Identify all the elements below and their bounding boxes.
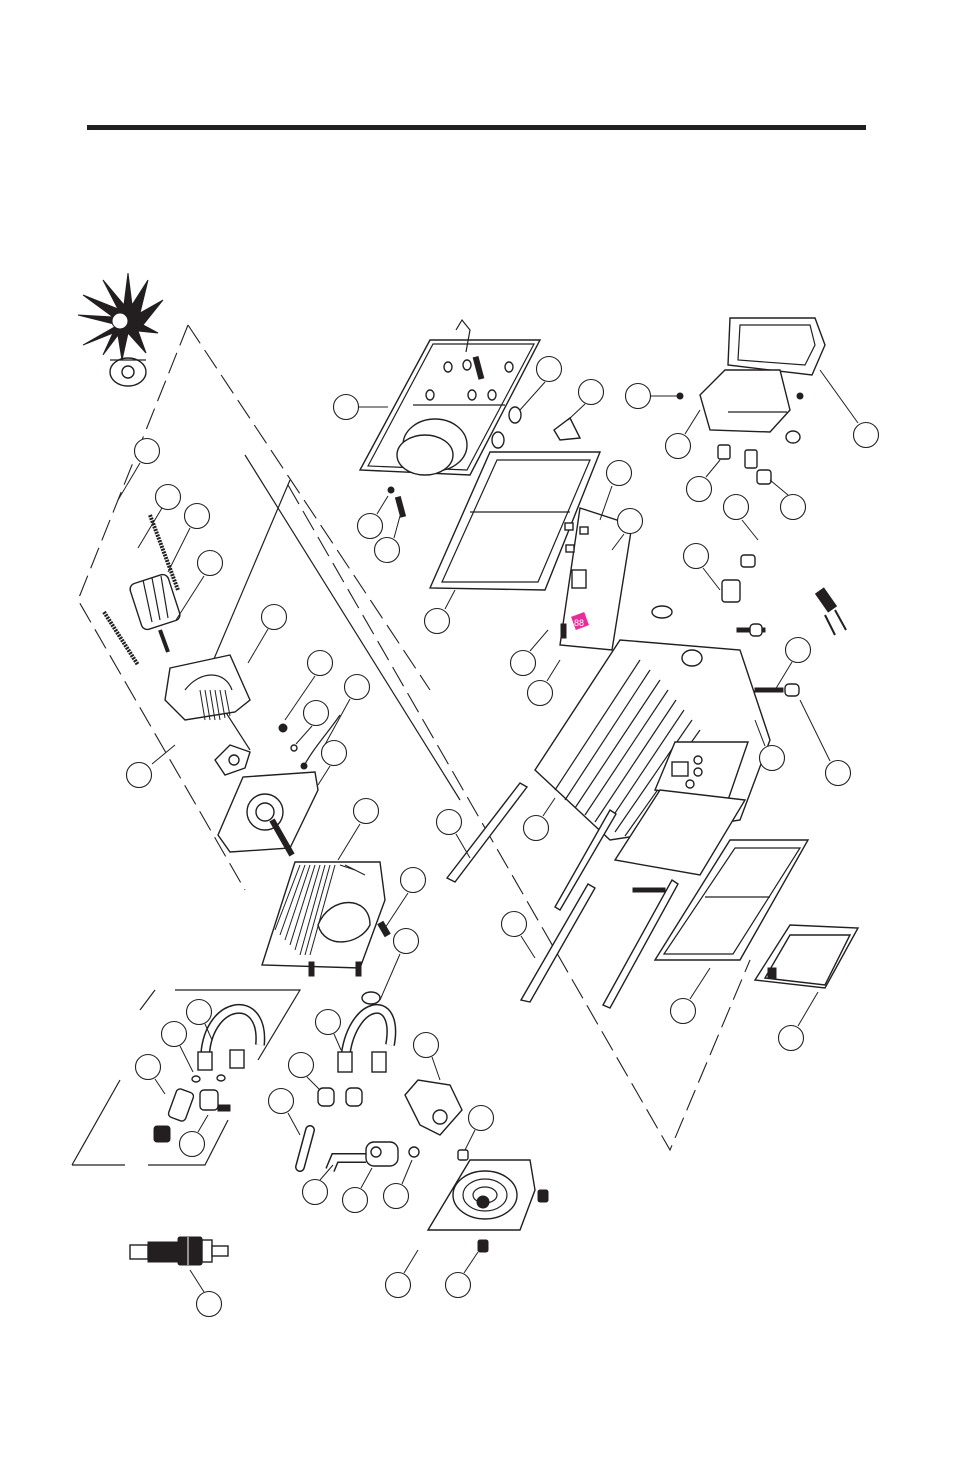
callout-circle bbox=[784, 636, 812, 664]
digital-display: 88 bbox=[571, 612, 589, 630]
callout-circle bbox=[682, 542, 710, 570]
callout-circles bbox=[125, 355, 880, 1318]
callout-circle bbox=[577, 378, 605, 406]
battery-pack bbox=[753, 924, 860, 989]
armature bbox=[129, 573, 181, 653]
callout-circle bbox=[160, 1020, 188, 1048]
callout-circle bbox=[183, 502, 211, 530]
motor-end-bell bbox=[109, 357, 147, 387]
leader-lines bbox=[117, 369, 859, 1293]
callout-circle bbox=[467, 1104, 495, 1132]
callout-circle bbox=[154, 483, 182, 511]
callout-circle bbox=[260, 603, 288, 631]
header-rule bbox=[87, 125, 866, 130]
callout-circle bbox=[722, 493, 750, 521]
callout-circle bbox=[373, 536, 401, 564]
callout-circle bbox=[526, 679, 554, 707]
housing-group-outline bbox=[244, 454, 751, 1152]
circuit-board: 88 bbox=[559, 507, 633, 651]
callout-circle bbox=[412, 1031, 440, 1059]
callout-circle bbox=[133, 437, 161, 465]
callout-circle bbox=[392, 927, 420, 955]
callout-circle bbox=[343, 673, 371, 701]
callout-circle bbox=[314, 1008, 342, 1036]
svg-text:88: 88 bbox=[574, 618, 584, 628]
panel-fasteners bbox=[387, 406, 582, 518]
callout-circle bbox=[341, 1186, 369, 1214]
callout-circle bbox=[195, 1290, 223, 1318]
callout-circle bbox=[287, 1051, 315, 1079]
callout-circle bbox=[306, 649, 334, 677]
cable-glands bbox=[717, 444, 772, 485]
callout-circle bbox=[444, 1271, 472, 1299]
callout-circle bbox=[500, 910, 528, 938]
callout-circle bbox=[399, 866, 427, 894]
junction-box-lid bbox=[727, 317, 826, 376]
callout-circle bbox=[178, 1130, 206, 1158]
pump-housing bbox=[404, 1079, 469, 1161]
charger-main-housing bbox=[534, 605, 771, 876]
bearing-plate bbox=[214, 744, 251, 776]
callout-circle bbox=[332, 393, 360, 421]
callout-circle bbox=[758, 744, 786, 772]
callout-circle bbox=[185, 998, 213, 1026]
cooling-fan bbox=[77, 272, 164, 361]
callout-circle bbox=[535, 355, 563, 383]
power-cord bbox=[721, 521, 847, 637]
callout-circle bbox=[852, 421, 880, 449]
side-hardware bbox=[754, 683, 800, 697]
callout-circle bbox=[125, 761, 153, 789]
callout-circle bbox=[664, 432, 692, 460]
base-gasket bbox=[653, 839, 810, 961]
callout-circle bbox=[301, 1178, 329, 1206]
callout-circle bbox=[196, 549, 224, 577]
callout-circle bbox=[522, 814, 550, 842]
motor-stator bbox=[164, 654, 251, 721]
callout-circle bbox=[382, 1182, 410, 1210]
junction-box bbox=[676, 369, 804, 444]
callout-circle bbox=[605, 459, 633, 487]
gearbox-housing bbox=[217, 771, 319, 857]
quick-connect-coupler bbox=[129, 1236, 229, 1266]
callout-circle bbox=[435, 808, 463, 836]
hose-group-outline bbox=[71, 989, 302, 1166]
callout-circle bbox=[423, 607, 451, 635]
small-hardware bbox=[278, 714, 341, 770]
callout-circle bbox=[669, 997, 697, 1025]
panel-gasket bbox=[428, 451, 602, 591]
callout-circle bbox=[685, 475, 713, 503]
callout-circle bbox=[616, 507, 644, 535]
handle-rods bbox=[445, 782, 679, 1009]
hose-assembly-left bbox=[153, 1003, 266, 1143]
motor-heatsink-cover bbox=[261, 861, 391, 977]
fan-grille-plate bbox=[426, 1159, 549, 1253]
callout-circle bbox=[134, 1053, 162, 1081]
speaker-panel bbox=[358, 318, 542, 476]
callout-circle bbox=[777, 1024, 805, 1052]
callout-circle bbox=[320, 739, 348, 767]
callout-circle bbox=[384, 1271, 412, 1299]
through-bolts bbox=[102, 514, 180, 667]
callout-circle bbox=[356, 512, 384, 540]
callout-circle bbox=[267, 1087, 295, 1115]
callout-circle bbox=[352, 797, 380, 825]
callout-circle bbox=[302, 699, 330, 727]
callout-circle bbox=[824, 759, 852, 787]
callout-circle bbox=[779, 493, 807, 521]
callout-circle bbox=[624, 382, 652, 410]
callout-circle bbox=[509, 649, 537, 677]
